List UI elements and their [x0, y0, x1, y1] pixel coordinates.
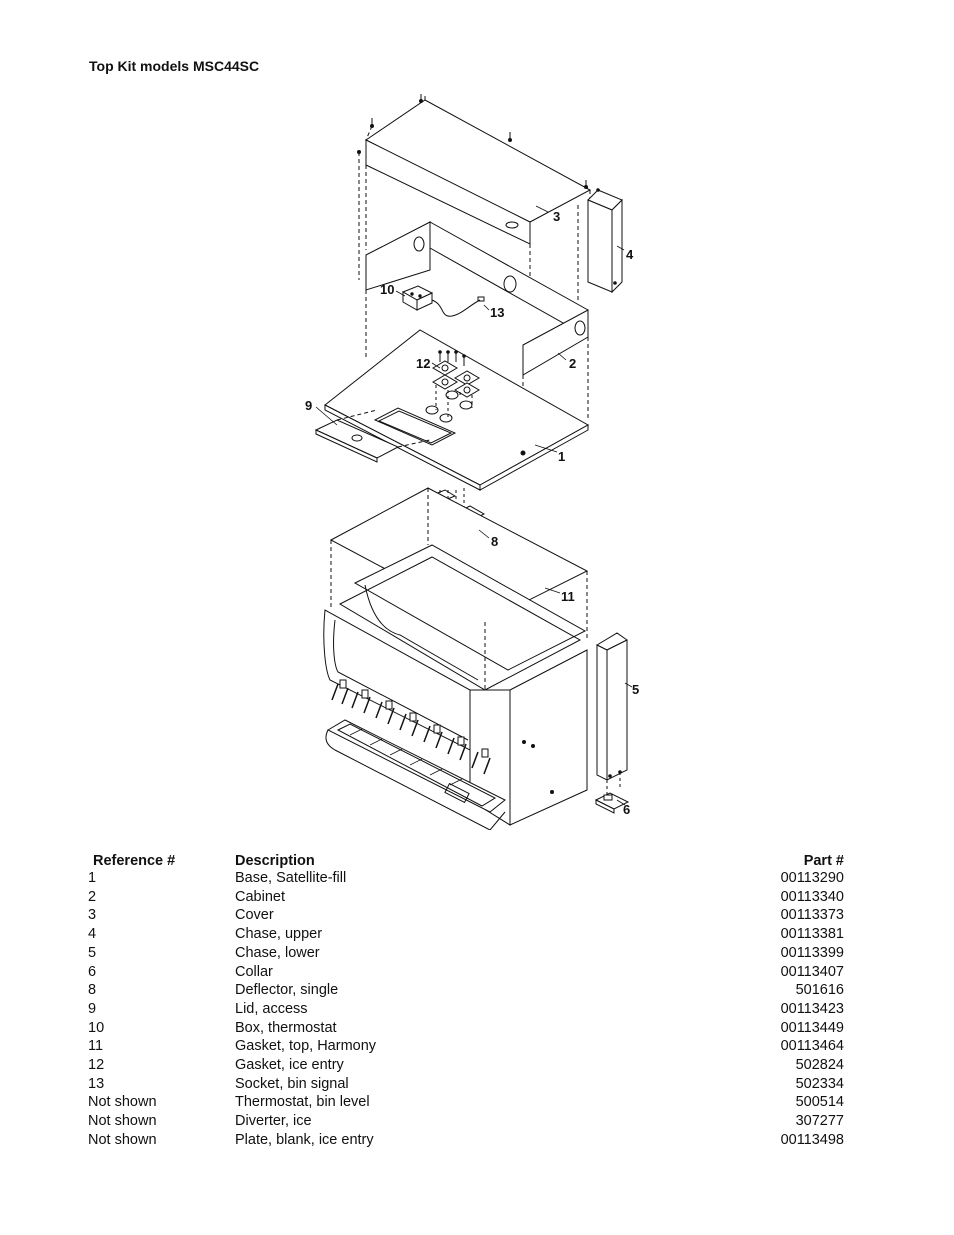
- cell-description: Base, Satellite-fill: [235, 870, 347, 886]
- header-description: Description: [235, 853, 315, 869]
- table-row: 13 Socket, bin signal 502334: [88, 1075, 844, 1094]
- cell-reference: 2: [88, 888, 97, 905]
- table-row: 2 Cabinet 00113340: [88, 888, 844, 907]
- callout-8: 8: [491, 534, 498, 549]
- callout-1: 1: [558, 449, 565, 464]
- table-row: 12 Gasket, ice entry 502824: [88, 1056, 844, 1075]
- callout-6: 6: [623, 802, 630, 817]
- gasket-guides: [435, 385, 473, 418]
- cell-reference: 8: [88, 982, 97, 999]
- cell-reference: 4: [88, 926, 97, 943]
- cover-guides: [358, 96, 591, 300]
- cell-description: Socket, bin signal: [235, 1075, 349, 1092]
- cell-reference: 1: [88, 870, 97, 886]
- callout-11: 11: [561, 589, 575, 604]
- header-reference: Reference #: [93, 853, 176, 869]
- cell-part-number: 00113464: [780, 1038, 844, 1055]
- table-row: 11 Gasket, top, Harmony 00113464: [88, 1037, 844, 1056]
- cell-reference: Not shown: [88, 1113, 157, 1130]
- header-part-number: Part #: [803, 853, 844, 869]
- table-row: 10 Box, thermostat 00113449: [88, 1019, 844, 1038]
- cell-description: Chase, upper: [235, 926, 323, 943]
- exploded-parts-diagram: 3 4 10 13 12 2 9 1 8 11 5 6: [290, 88, 660, 830]
- collar-part: [594, 792, 630, 814]
- table-row: 6 Collar 00113407: [88, 963, 844, 982]
- cell-part-number: 500514: [795, 1094, 844, 1111]
- cell-part-number: 00113407: [780, 963, 844, 980]
- base-part: [324, 329, 590, 491]
- cell-description: Thermostat, bin level: [235, 1094, 370, 1111]
- cell-reference: 13: [88, 1075, 105, 1092]
- collar-guides: [606, 772, 621, 796]
- cell-reference: 6: [88, 963, 97, 980]
- callout-2: 2: [569, 356, 576, 371]
- ice-entry-gasket-part: [432, 350, 480, 398]
- cell-description: Gasket, ice entry: [235, 1057, 344, 1074]
- cell-reference: 12: [88, 1057, 105, 1074]
- parts-table-body: 1 Base, Satellite-fill 00113290 2 Cabinet 001…: [88, 869, 844, 1150]
- cell-part-number: 00113290: [780, 870, 844, 886]
- table-row: 1 Base, Satellite-fill 00113290: [88, 869, 844, 888]
- cell-part-number: 00113373: [780, 907, 844, 924]
- table-row: 3 Cover 00113373: [88, 906, 844, 925]
- cell-description: Chase, lower: [235, 944, 320, 961]
- cell-part-number: 00113381: [780, 926, 844, 943]
- thermostat-box-part: [401, 285, 485, 317]
- cell-reference: Not shown: [88, 1094, 157, 1111]
- lid-guides: [336, 409, 431, 448]
- cell-reference: 9: [88, 1000, 97, 1017]
- cell-description: Collar: [235, 963, 273, 980]
- cell-description: Deflector, single: [235, 982, 339, 999]
- table-row: Not shown Diverter, ice 307277: [88, 1112, 844, 1131]
- cell-part-number: 502334: [795, 1075, 844, 1092]
- cell-part-number: 00113449: [780, 1019, 844, 1036]
- cell-part-number: 00113423: [780, 1000, 844, 1017]
- cell-reference: Not shown: [88, 1131, 157, 1148]
- dispenser-guides: [330, 488, 588, 690]
- cell-part-number: 00113399: [780, 944, 844, 961]
- cell-part-number: 00113340: [780, 888, 844, 905]
- table-row: 9 Lid, access 00113423: [88, 1000, 844, 1019]
- cell-description: Cabinet: [235, 888, 285, 905]
- chase-lower-part: [595, 632, 628, 781]
- cell-description: Cover: [235, 907, 274, 924]
- cell-description: Box, thermostat: [235, 1019, 337, 1036]
- cell-part-number: 502824: [795, 1057, 844, 1074]
- cell-reference: 3: [88, 907, 97, 924]
- cell-description: Gasket, top, Harmony: [235, 1038, 377, 1055]
- cell-description: Plate, blank, ice entry: [235, 1131, 374, 1148]
- cover-part: [357, 94, 592, 245]
- dispenser-unit: [323, 487, 589, 830]
- cell-reference: 11: [88, 1038, 104, 1055]
- table-row: 4 Chase, upper 00113381: [88, 925, 844, 944]
- callout-5: 5: [632, 682, 639, 697]
- cell-part-number: 00113498: [780, 1131, 844, 1148]
- page-title: Top Kit models MSC44SC: [89, 58, 260, 74]
- callout-10: 10: [380, 282, 394, 297]
- cell-description: Diverter, ice: [235, 1113, 312, 1130]
- callout-3: 3: [553, 209, 560, 224]
- callout-13: 13: [490, 305, 504, 320]
- callout-9: 9: [305, 398, 312, 413]
- table-row: 8 Deflector, single 501616: [88, 981, 844, 1000]
- cell-part-number: 307277: [795, 1113, 844, 1130]
- table-row: Not shown Thermostat, bin level 500514: [88, 1093, 844, 1112]
- parts-table-header: Reference # Description Part #: [88, 849, 844, 869]
- callout-12: 12: [416, 356, 430, 371]
- table-row: Not shown Plate, blank, ice entry 00113498: [88, 1131, 844, 1150]
- parts-table: Reference # Description Part # 1 Base, Sa…: [88, 849, 844, 1150]
- cell-description: Lid, access: [235, 1000, 308, 1017]
- leader-lines: [315, 205, 633, 806]
- cell-part-number: 501616: [795, 982, 844, 999]
- chase-upper-part: [587, 188, 623, 294]
- table-row: 5 Chase, lower 00113399: [88, 944, 844, 963]
- cell-reference: 5: [88, 944, 97, 961]
- callout-4: 4: [626, 247, 634, 262]
- cell-reference: 10: [88, 1019, 105, 1036]
